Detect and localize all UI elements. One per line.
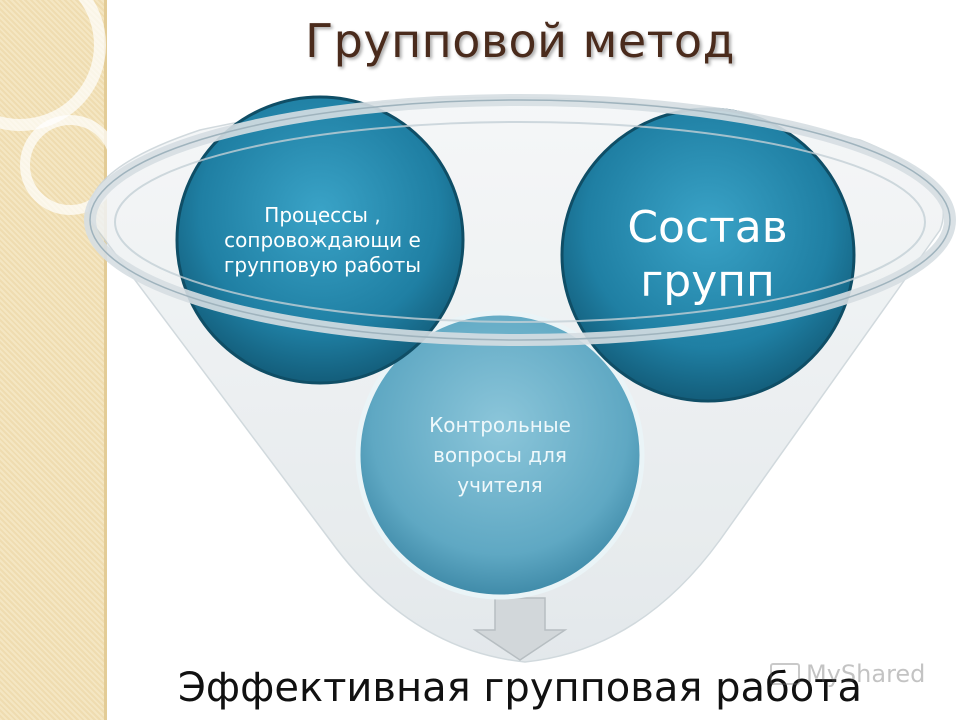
side-divider	[104, 0, 107, 720]
watermark: MyShared	[770, 656, 940, 692]
circle-left-label: Процессы , сопровождающи е групповую раб…	[223, 202, 422, 277]
circle-right-label: Состав групп	[627, 202, 788, 307]
watermark-logo-icon	[770, 663, 800, 685]
funnel-rim-outline	[89, 99, 951, 341]
slide-title: Групповой метод	[305, 14, 735, 68]
down-arrow-icon	[472, 597, 568, 661]
watermark-text: MyShared	[806, 660, 926, 688]
decorative-ring-bottom	[20, 115, 120, 215]
decorative-ring-top	[0, 0, 106, 131]
circle-middle	[355, 310, 645, 600]
funnel-output-label: Эффективная групповая работа	[178, 665, 862, 711]
funnel-rim-inner	[114, 121, 926, 323]
circle-middle-label: Контрольные вопросы для учителя	[429, 413, 571, 497]
